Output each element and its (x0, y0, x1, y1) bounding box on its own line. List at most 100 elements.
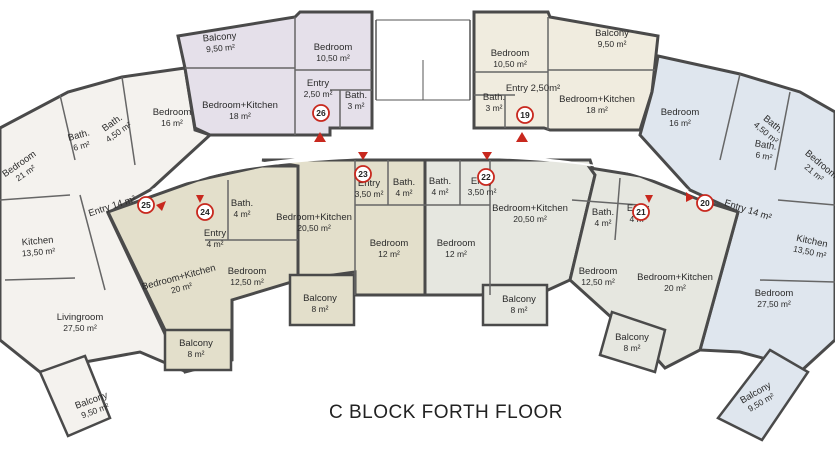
room-name: Bedroom (370, 238, 409, 249)
unit-26 (176, 10, 374, 137)
room-area: 4 m² (432, 187, 449, 197)
room-label: Bath.6 m² (754, 138, 778, 163)
room-label: Bath.4 m² (429, 176, 451, 197)
room-area: 10,50 m² (493, 59, 527, 69)
room-name: Bath. (483, 92, 505, 103)
room-area: 4 m² (396, 188, 413, 198)
unit-marker-25: 25 (137, 196, 155, 214)
room-area: 3,50 m² (468, 187, 497, 197)
room-name: Bedroom+Kitchen (276, 212, 352, 223)
room-name: Bedroom+Kitchen (492, 203, 568, 214)
room-area: 6 m² (72, 139, 91, 153)
room-name: Entry (358, 178, 380, 189)
entry-triangles (156, 132, 694, 211)
room-name: Bath. (429, 176, 451, 187)
room-area: 18 m² (229, 111, 251, 121)
room-name: Bedroom (491, 48, 530, 59)
room-area: 3 m² (348, 101, 365, 111)
room-area: 4 m² (207, 239, 224, 249)
room-name: Bedroom (661, 107, 700, 118)
balcony-8-a (163, 328, 233, 372)
room-area: 16 m² (161, 118, 183, 128)
stair-core (375, 19, 471, 101)
partitions (0, 17, 835, 295)
room-name: Entry (307, 78, 329, 89)
unit-marker-number: 26 (316, 108, 326, 118)
room-area: 4 m² (234, 209, 251, 219)
balcony-west-sw (38, 354, 112, 438)
room-name: Balcony (502, 294, 536, 305)
unit-marker-number: 21 (636, 207, 646, 217)
room-area: 3 m² (486, 103, 503, 113)
room-label: Entry 14 m² (723, 198, 773, 224)
room-name: Bath. (345, 90, 367, 101)
unit-marker-number: 19 (520, 110, 530, 120)
balcony-east-se (716, 348, 810, 442)
room-name: Entry 2,50m² (506, 83, 560, 94)
unit-marker-19: 19 (516, 106, 534, 124)
room-area: 18 m² (586, 105, 608, 115)
room-name: Bath. (754, 138, 778, 153)
room-area: 13,50 m² (21, 246, 55, 259)
room-label: Bath.4,50 m² (100, 112, 133, 144)
room-area: 8 m² (188, 349, 205, 359)
room-label: Bath.3 m² (345, 90, 367, 111)
room-area: 12,50 m² (230, 277, 264, 287)
unit-marker-number: 23 (358, 169, 368, 179)
plan-title: C BLOCK FORTH FLOOR (329, 402, 563, 423)
unit-marker-22: 22 (477, 168, 495, 186)
room-name: Entry 14 m² (723, 198, 773, 224)
room-name: Bath. (592, 207, 614, 218)
room-name: Bedroom (228, 266, 267, 277)
room-area: 27,50 m² (757, 299, 791, 309)
room-area: 12 m² (445, 249, 467, 259)
room-name: Bedroom (579, 266, 618, 277)
unit-marker-number: 24 (200, 207, 210, 217)
room-area: 9,50 m² (598, 39, 627, 49)
room-label: Entry 14 m² (87, 194, 137, 220)
room-area: 12,50 m² (581, 277, 615, 287)
unit-marker-number: 20 (700, 198, 710, 208)
room-name: Kitchen (21, 235, 54, 249)
room-name: Balcony (179, 338, 213, 349)
room-name: Bedroom (153, 107, 192, 118)
room-area: 12 m² (378, 249, 400, 259)
balcony-8-d (598, 310, 667, 374)
unit-22 (423, 158, 597, 297)
room-name: Bedroom (755, 288, 794, 299)
room-label: Bath.4 m² (393, 177, 415, 198)
room-area: 9,50 m² (206, 42, 236, 54)
room-area: 2,50 m² (304, 89, 333, 99)
room-area: 6 m² (755, 150, 774, 163)
room-label: Bath.6 m² (67, 127, 92, 153)
room-name: Bedroom (314, 42, 353, 53)
balcony-8-c (481, 283, 549, 327)
room-area: 27,50 m² (63, 323, 97, 333)
unit-marker-23: 23 (354, 165, 372, 183)
